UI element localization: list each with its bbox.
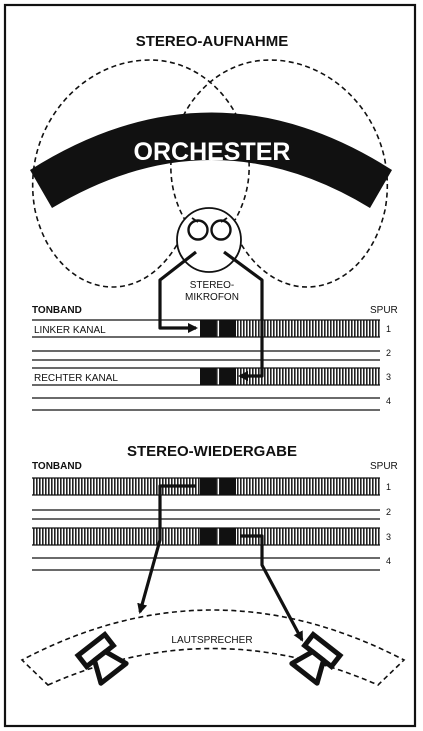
recording-track-number-2: 2 (386, 348, 391, 358)
microphone-capsule-right (210, 219, 232, 241)
orchestra-label: ORCHESTER (134, 138, 291, 166)
left-playback-wire (137, 484, 196, 614)
right-channel-label: RECHTER KANAL (34, 373, 118, 384)
recording-track-1-blank (32, 320, 200, 337)
recording-track-1-head-a (200, 320, 216, 337)
right-playback-wire (240, 534, 304, 642)
recording-track-3-head-a (200, 368, 216, 385)
microphone-label-line1: STEREO- (190, 280, 234, 291)
playback-track-1-head-a (200, 478, 216, 495)
left-channel-label: LINKER KANAL (34, 325, 106, 336)
recording-tape-label: TONBAND (32, 305, 82, 316)
microphone-capsule-left-tick (191, 217, 199, 223)
speaker-zone (20, 609, 406, 686)
playback-tape-label: TONBAND (32, 461, 82, 472)
recording-track-3-head-b (220, 368, 236, 385)
recording-track-3-blank (32, 368, 200, 385)
stereo-microphone (176, 207, 242, 273)
playback-title: STEREO-WIEDERGABE (127, 443, 297, 460)
left-channel-wire (158, 250, 199, 334)
recording-title: STEREO-AUFNAHME (136, 33, 289, 50)
right-channel-wire (223, 250, 264, 382)
playback-track-number-1: 1 (386, 482, 391, 492)
playback-track-number-3: 3 (386, 532, 391, 542)
orchestra-arc (30, 112, 392, 208)
playback-track-3-head-a (200, 528, 216, 545)
recording-track-number-3: 3 (386, 372, 391, 382)
outer-frame (3, 3, 417, 728)
playback-track-number-2: 2 (386, 507, 391, 517)
microphone-capsule-left (187, 219, 209, 241)
playback-track-label: SPUR (370, 461, 398, 472)
recording-track-label: SPUR (370, 305, 398, 316)
playback-track-number-4: 4 (386, 556, 391, 566)
playback-track-1-head-b (220, 478, 236, 495)
microphone-label-line2: MIKROFON (185, 292, 239, 303)
recording-track-1-head-b (220, 320, 236, 337)
playback-track-3-head-b (220, 528, 236, 545)
speaker-label: LAUTSPRECHER (171, 635, 252, 646)
microphone-capsule-right-tick (220, 217, 228, 223)
recording-track-number-1: 1 (386, 324, 391, 334)
recording-track-number-4: 4 (386, 396, 391, 406)
left-speaker-icon (74, 630, 129, 686)
right-speaker-icon (289, 630, 344, 686)
